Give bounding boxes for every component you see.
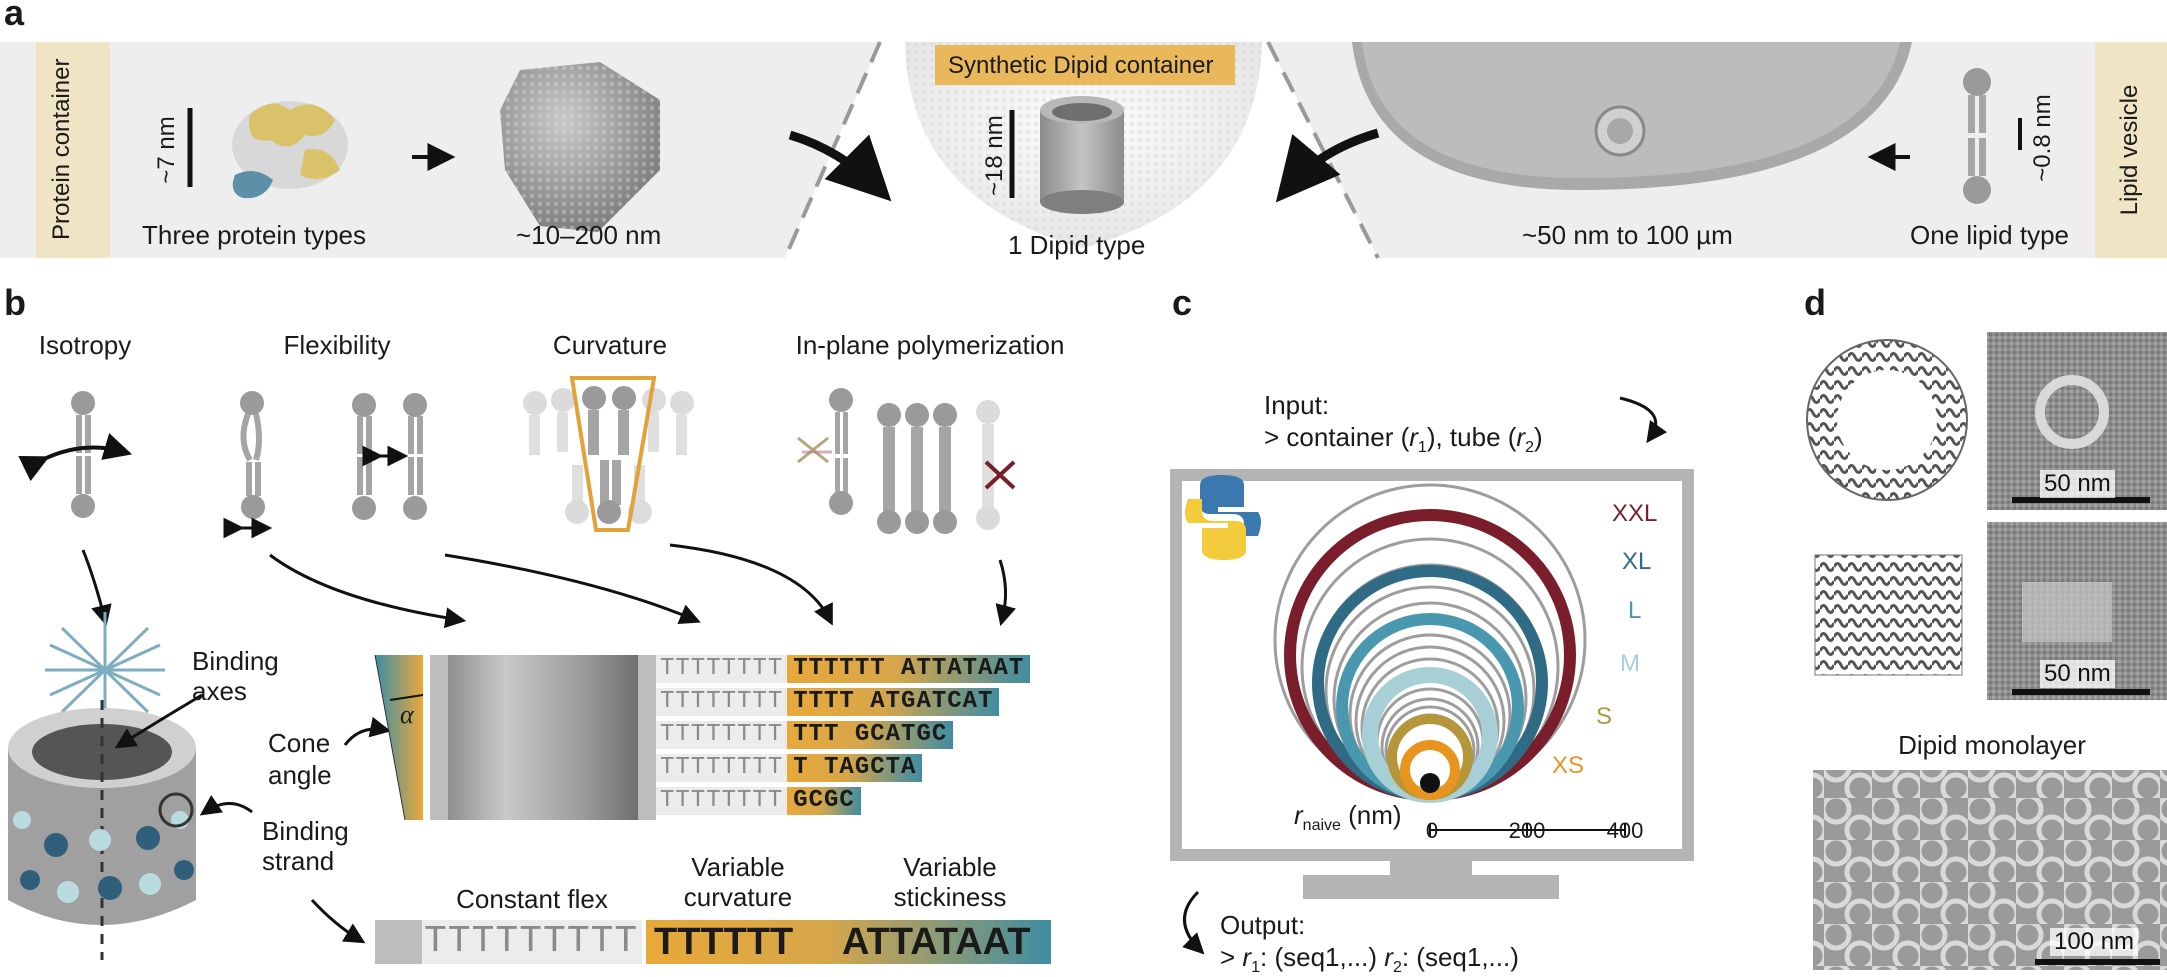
big-t-sequence: TTTTTTTTT <box>424 920 639 963</box>
vesicle-size-label: ~50 nm to 100 µm <box>1522 220 1733 250</box>
input-label: Input: <box>1264 390 1330 420</box>
size-label-s: S <box>1596 703 1613 730</box>
panel-letter-a: a <box>4 0 25 33</box>
input-spec-c: ) <box>1534 422 1543 452</box>
big-curvature-sequence: TTTTTT <box>654 921 794 963</box>
python-logo-icon <box>1185 475 1261 560</box>
curvature-label: Curvature <box>552 330 668 360</box>
flexibility-lipids <box>223 391 427 539</box>
binding-axes-label-2: axes <box>192 676 247 706</box>
sequence-row-tspacer: TTTTTTTT <box>656 655 788 683</box>
panel-letter-b: b <box>4 282 26 323</box>
binding-axes-label-1: Binding <box>192 646 279 676</box>
synthetic-container-title: Synthetic Dipid container <box>948 52 1214 79</box>
axis-sub: naive <box>1302 817 1341 835</box>
scale-bar-2-label: 50 nm <box>2040 660 2115 688</box>
output-r1: r <box>1242 942 1252 972</box>
isotropy-lipid <box>18 391 133 518</box>
variable-stickiness-label-2: stickiness <box>893 882 1007 912</box>
polymerization-lipids <box>797 388 1016 534</box>
tick-400: 400 <box>1606 818 1644 843</box>
sequence-row-binding: GCGC <box>787 787 861 815</box>
cone-angle-label-1: Cone <box>268 728 331 758</box>
size-ring-core <box>1420 773 1440 793</box>
tick-200: 200 <box>1508 818 1546 843</box>
axis-r: r <box>1294 800 1303 830</box>
axis-unit: (nm) <box>1340 800 1402 830</box>
sequence-row-tspacer: TTTTTTTT <box>656 688 788 716</box>
one-lipid-type-label: One lipid type <box>1910 220 2069 250</box>
sequence-row-binding: T TAGCTA <box>787 754 923 782</box>
tick-0: 0 <box>1425 818 1439 843</box>
polymerization-label: In-plane polymerization <box>795 330 1065 360</box>
constant-flex-label: Constant flex <box>456 884 608 914</box>
variable-stickiness-label-1: Variable <box>903 852 997 882</box>
panel-letter-c: c <box>1172 282 1193 323</box>
input-r1-sub: 1 <box>1417 439 1427 457</box>
sequence-row-binding: TTT GCATGC <box>787 721 954 749</box>
output-spec-a: > <box>1220 942 1243 972</box>
input-r2: r <box>1516 422 1526 452</box>
size-label-xs: XS <box>1552 752 1585 779</box>
output-r2-sub: 2 <box>1392 959 1402 977</box>
one-dipid-type-label: 1 Dipid type <box>1008 230 1146 260</box>
output-label: Output: <box>1220 910 1306 940</box>
size-label-xxl: XXL <box>1612 500 1658 527</box>
output-r1-sub: 1 <box>1251 959 1260 977</box>
variable-curvature-label-2: curvature <box>683 882 793 912</box>
size-label-l: L <box>1628 597 1642 624</box>
sequence-row-binding: TTTT ATGATCAT <box>787 688 1000 716</box>
input-spec-b: ), tube ( <box>1426 422 1517 452</box>
curvature-lipids <box>523 376 694 532</box>
output-spec: > r1: (seq1,...) r2: (seq1,...) <box>1220 942 1519 977</box>
variable-curvature-label-1: Variable <box>691 852 785 882</box>
input-spec-a: > container ( <box>1264 422 1410 452</box>
sequence-row-binding: TTTTTT ATTATAAT <box>787 655 1031 683</box>
dipid-monolayer-label: Dipid monolayer <box>1898 730 2086 760</box>
cone-angle-label-2: angle <box>268 760 332 790</box>
sequence-row-tspacer: TTTTTTTT <box>656 787 788 815</box>
size-label-m: M <box>1620 650 1640 677</box>
input-r1: r <box>1409 422 1418 452</box>
isotropy-label: Isotropy <box>38 330 132 360</box>
panel-letter-d: d <box>1804 282 1826 323</box>
flexibility-label: Flexibility <box>283 330 391 360</box>
sequence-row-tspacer: TTTTTTTT <box>656 721 788 749</box>
size-label-xl: XL <box>1622 548 1652 575</box>
binding-strand-label-2: strand <box>262 846 335 876</box>
alpha-symbol: α <box>400 700 414 729</box>
big-stickiness-sequence: ATTATAAT <box>842 921 1031 963</box>
output-r2: r <box>1384 942 1393 972</box>
size-ring-xs <box>1400 740 1460 800</box>
output-spec-c: : (seq1,...) <box>1401 942 1519 972</box>
three-protein-types-label: Three protein types <box>142 220 367 250</box>
sequence-row-tspacer: TTTTTTTT <box>656 754 788 782</box>
dipid-cylinder <box>8 700 196 960</box>
scale-bar-1-label: 50 nm <box>2040 470 2115 498</box>
input-r2-sub: 2 <box>1525 439 1534 457</box>
binding-strand-label-1: Binding <box>262 816 349 846</box>
scale-bar-3-label: 100 nm <box>2050 928 2139 956</box>
input-spec: > container (r1), tube (r2) <box>1264 422 1543 457</box>
capsid-size-label: ~10–200 nm <box>516 220 662 250</box>
axis-label: rnaive (nm) <box>1294 800 1402 835</box>
size-rings <box>1273 483 1587 803</box>
output-spec-b: : (seq1,...) <box>1260 942 1385 972</box>
